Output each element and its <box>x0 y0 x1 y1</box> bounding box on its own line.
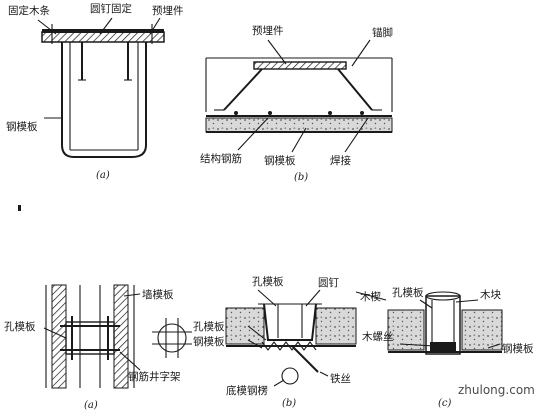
slab-c-right <box>461 309 503 351</box>
label-wire: 铁丝 <box>330 372 351 385</box>
watermark: zhulong.com <box>458 383 535 397</box>
label-wood-screw: 木螺丝 <box>362 331 394 343</box>
slab-b-left <box>225 307 265 345</box>
label-steel-form-c: 钢模板 <box>502 342 534 355</box>
detail-bottom-b: 孔模板 圆钉 孔模板 钢模板 底模钢楞 铁丝 (b) <box>193 275 357 409</box>
label-weld: 焊接 <box>330 154 351 167</box>
label-hole-form-b2: 孔模板 <box>193 320 225 333</box>
caption-bottom-a: (a) <box>84 400 98 411</box>
embedded-plate-b <box>253 61 347 70</box>
detail-bottom-a: 墙模板 孔模板 钢筋井字架 (a) <box>4 284 192 411</box>
detail-bottom-c: 木楔 孔模板 木块 木螺丝 钢模板 (c) <box>355 286 534 409</box>
label-wedge: 木楔 <box>360 291 381 303</box>
embedded-plate <box>41 31 165 43</box>
label-rebar: 结构钢筋 <box>200 152 242 165</box>
label-round-nail: 圆钉 <box>318 277 339 289</box>
label-hole-form-b: 孔模板 <box>252 275 284 288</box>
label-wood-block: 木块 <box>480 289 501 301</box>
label-steel-form: 钢模板 <box>6 120 38 133</box>
label-anchor: 锚脚 <box>372 26 393 39</box>
label-bottom-bar: 底模钢楞 <box>226 384 268 397</box>
label-embed: 预埋件 <box>152 5 184 17</box>
slab-b-right <box>315 307 357 345</box>
label-hole-form-a: 孔模板 <box>4 320 36 333</box>
caption-bottom-b: (b) <box>282 398 296 409</box>
steel-form-b <box>205 117 393 133</box>
caption-top-b: (b) <box>294 172 308 183</box>
wall-form-right <box>113 284 129 389</box>
caption-top-a: (a) <box>96 170 110 181</box>
label-wall-form: 墙模板 <box>142 288 174 301</box>
label-steel-form-b2: 钢模板 <box>193 335 225 348</box>
label-steel-form-b: 钢模板 <box>264 154 296 167</box>
wood-strip <box>42 29 164 33</box>
label-nail-fix: 圆钉固定 <box>90 2 132 15</box>
label-hole-form-c: 孔模板 <box>392 286 424 299</box>
detail-top-right: 预埋件 锚脚 结构钢筋 钢模板 焊接 (b) <box>200 25 393 183</box>
detail-top-left: 固定木条 圆钉固定 预埋件 钢模板 (a) <box>6 2 184 181</box>
caption-bottom-c: (c) <box>438 398 452 409</box>
slab-c-left <box>387 309 425 351</box>
label-wood-strip: 固定木条 <box>8 4 50 17</box>
label-embed-b: 预埋件 <box>252 25 284 37</box>
wood-block-c <box>430 342 456 352</box>
label-rebar-frame: 钢筋井字架 <box>128 370 181 383</box>
